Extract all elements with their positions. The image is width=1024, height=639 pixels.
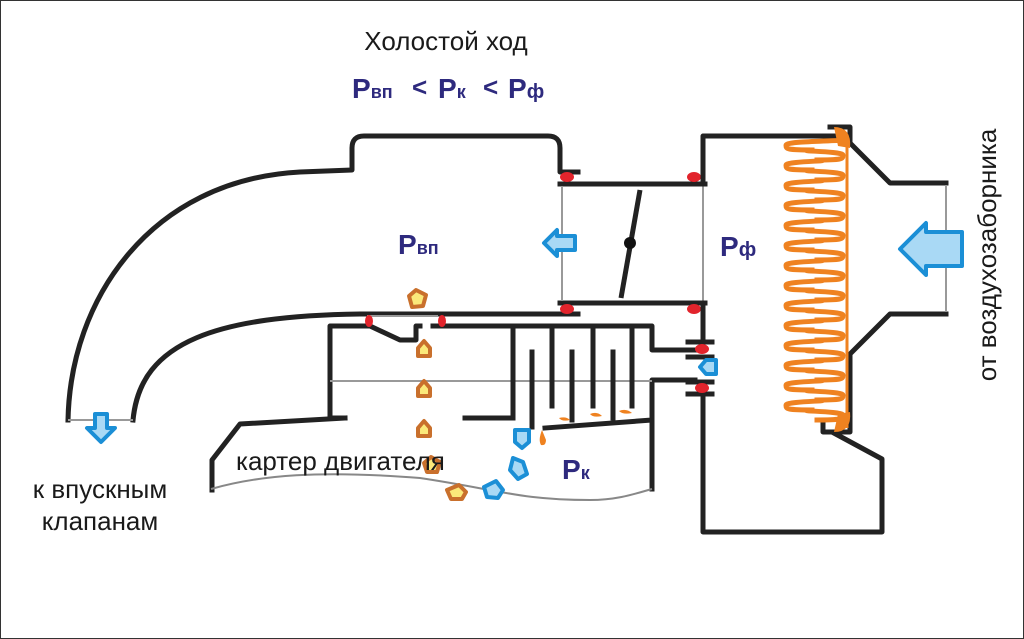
filter-element-pleats	[783, 137, 846, 423]
oil-particle-icon	[416, 339, 432, 358]
seal	[438, 315, 446, 327]
diagram-title: Холостой ход	[364, 26, 527, 56]
oil-particle-icon	[416, 419, 432, 438]
airflow-arrow-left-icon	[542, 228, 577, 258]
manifold-outer-wall	[65, 133, 581, 423]
gas-particle-icon	[698, 358, 718, 376]
oil-drop-icon	[590, 412, 602, 417]
label-crankcase: картер двигателя	[236, 446, 445, 476]
breather-right-wall	[542, 377, 698, 431]
formula-p-intake: Pвп	[352, 73, 393, 104]
oil-surface-line	[210, 473, 653, 502]
oil-drop-icon	[539, 430, 546, 446]
oil-particle-icon	[445, 483, 468, 501]
label-intake-pressure: Pвп	[398, 229, 439, 260]
formula-less-than-1: <	[412, 72, 427, 102]
oil-drop-icon	[559, 417, 570, 421]
gas-particle-icon	[513, 428, 531, 450]
intake-manifold	[65, 133, 581, 423]
oil-particle-icon	[416, 379, 432, 398]
gas-particles	[482, 428, 531, 500]
oil-particle-icon	[407, 288, 428, 309]
filter-inlet-bottom-wall	[831, 311, 949, 435]
pressure-formula: Pвп < Pк < Pф	[352, 72, 544, 104]
seal	[365, 315, 373, 327]
oil-particle-icon	[422, 455, 442, 474]
oil-particles	[407, 288, 468, 501]
label-from-air-intake: от воздухозаборника	[972, 128, 1002, 381]
seal	[695, 383, 709, 393]
filter-bottom-wall	[700, 387, 885, 535]
formula-p-filter: Pф	[508, 73, 544, 104]
gas-particle-icon	[508, 456, 529, 481]
throttle-axis	[624, 237, 636, 249]
seal	[560, 172, 574, 182]
label-to-valves-line1: к впускным	[33, 474, 168, 504]
breather-left-wall	[327, 323, 423, 421]
throttle-body	[542, 172, 708, 314]
breather-top-wall	[430, 323, 698, 353]
label-to-valves-line2: клапанам	[42, 506, 159, 536]
gas-particle-icon	[482, 479, 505, 500]
label-filter-pressure: Pф	[720, 231, 756, 262]
oil-drop-icon	[619, 409, 632, 414]
airflow-arrow-down-icon	[85, 412, 117, 444]
oil-drops	[539, 409, 632, 446]
filter-top-wall	[700, 133, 839, 187]
seal	[560, 304, 574, 314]
crankcase-ventilation	[327, 315, 718, 431]
crankcase	[209, 415, 655, 502]
seal	[687, 304, 701, 314]
formula-p-crankcase: Pк	[438, 73, 467, 104]
formula-less-than-2: <	[483, 72, 498, 102]
manifold-inner-wall	[130, 311, 581, 423]
air-filter-housing	[700, 124, 964, 535]
crankcase-left-wall	[209, 415, 348, 493]
filter-element-cap-top	[834, 127, 851, 148]
seal	[695, 344, 709, 354]
airflow-arrow-inlet-icon	[898, 221, 964, 277]
filter-element-cap-bottom	[834, 412, 851, 432]
seal	[687, 172, 701, 182]
label-crankcase-pressure: Pк	[562, 454, 591, 485]
